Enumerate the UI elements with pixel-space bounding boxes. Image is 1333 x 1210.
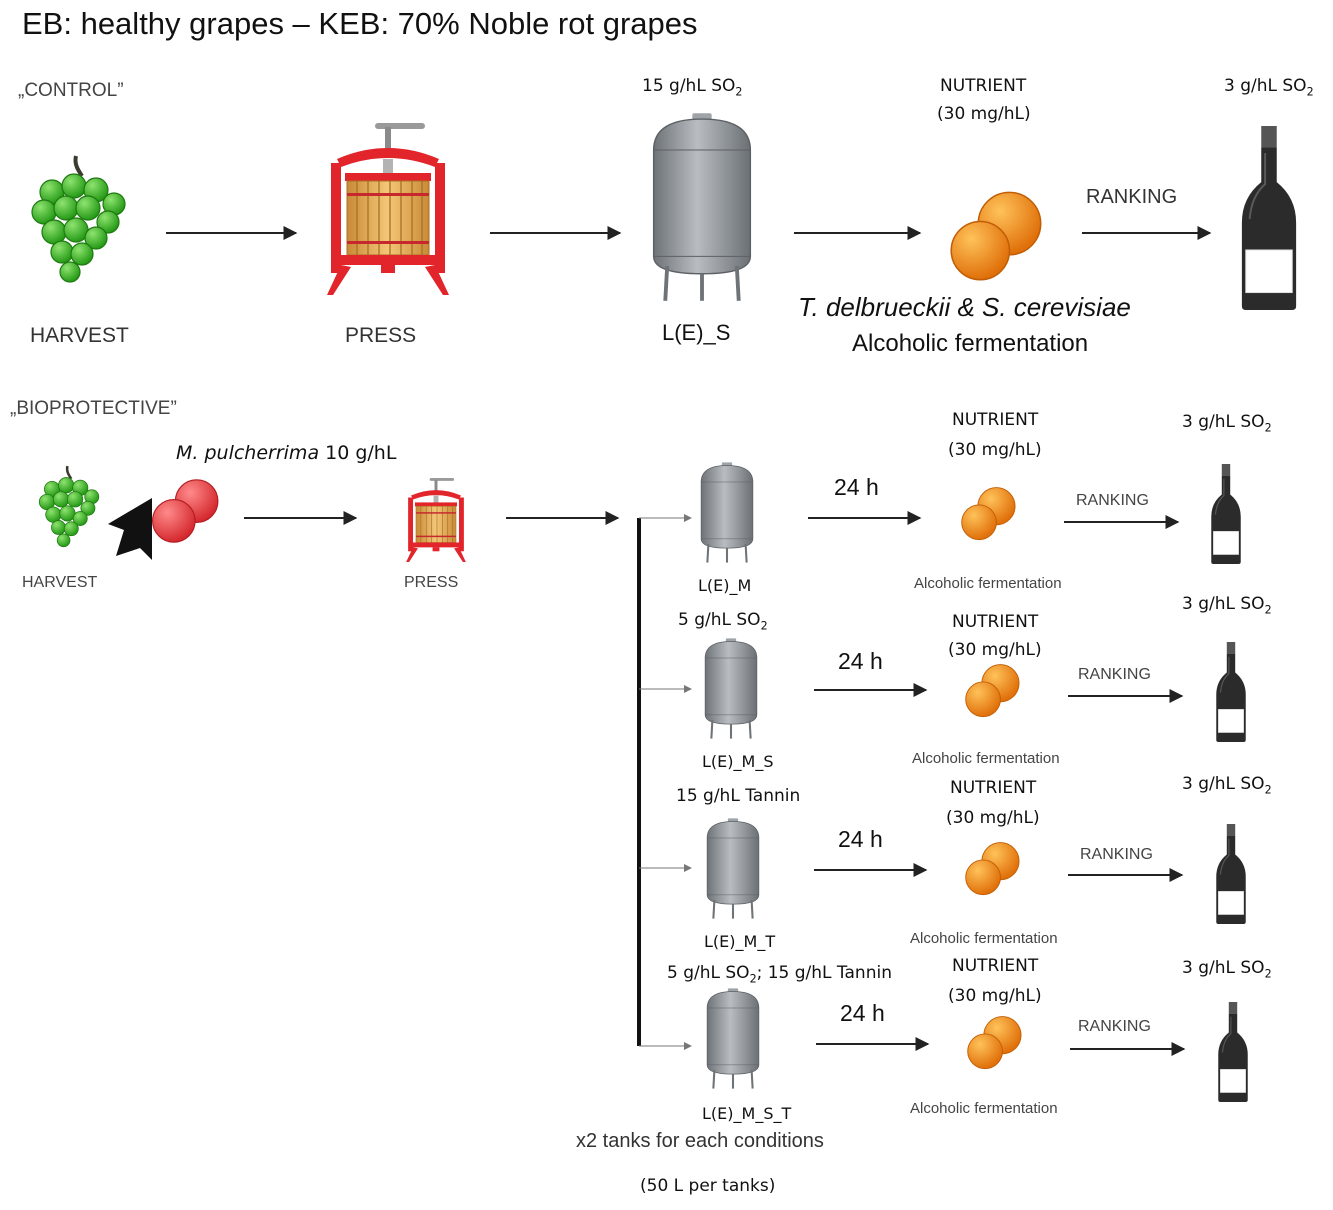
nutrient-dose: (30 mg/hL) — [948, 640, 1042, 660]
tank-icon — [651, 111, 753, 303]
wine-bottle-icon — [1217, 1002, 1249, 1102]
nutrient-label: NUTRIENT — [950, 778, 1037, 798]
bioprotective-section-label: „BIOPROTECTIVE” — [10, 398, 177, 419]
ranking-label: RANKING — [1076, 492, 1149, 509]
wine-bottle-icon — [1215, 642, 1247, 742]
nutrient-dose: (30 mg/hL) — [948, 440, 1042, 460]
inoculum-label: M. pulcherrima 10 g/hL — [176, 442, 397, 464]
time-label: 24 h — [838, 648, 883, 674]
pre-treatment-label: 5 g/hL SO2 — [678, 610, 768, 633]
ranking-label: RANKING — [1080, 846, 1153, 863]
inoculation-arrow-icon — [108, 498, 152, 560]
ranking-label: RANKING — [1078, 1018, 1151, 1035]
time-label: 24 h — [840, 1000, 885, 1026]
wine-bottle-icon — [1210, 464, 1242, 564]
yeast-icon — [965, 842, 1020, 896]
fermentation-label: Alcoholic fermentation — [910, 930, 1058, 947]
wine-bottle-icon — [1240, 126, 1298, 310]
harvest-label: HARVEST — [30, 324, 129, 347]
grape-bunch-icon — [38, 464, 101, 548]
fermentation-label: Alcoholic fermentation — [912, 750, 1060, 767]
tank-label: L(E)_M_S — [702, 752, 774, 771]
tank-icon — [700, 461, 754, 564]
press-label: PRESS — [404, 574, 459, 591]
tank-icon — [706, 987, 760, 1090]
tank-icon — [704, 637, 758, 740]
grape-bunch-icon — [30, 154, 127, 284]
page-title: EB: healthy grapes – KEB: 70% Noble rot … — [22, 6, 698, 41]
nutrient-dose: (30 mg/hL) — [948, 986, 1042, 1006]
yeast-icon — [961, 487, 1016, 541]
tank-label: L(E)_M_S_T — [702, 1104, 792, 1123]
pre-treatment-label: 5 g/hL SO2; 15 g/hL Tannin — [667, 963, 892, 986]
nutrient-label: NUTRIENT — [952, 410, 1039, 430]
time-label: 24 h — [838, 826, 883, 852]
nutrient-label: NUTRIENT — [952, 612, 1039, 632]
yeast-icon — [965, 664, 1020, 718]
tank-icon — [706, 817, 760, 920]
bottle-so2-dose: 3 g/hL SO2 — [1224, 76, 1314, 99]
m-pulcherrima-yeast-icon — [151, 479, 219, 543]
tank-label: L(E)_M — [698, 576, 752, 595]
nutrient-label: NUTRIENT — [940, 76, 1027, 96]
nutrient-dose: (30 mg/hL) — [946, 808, 1040, 828]
ranking-label: RANKING — [1078, 666, 1151, 683]
tank-label: L(E)_S — [662, 320, 731, 345]
fruit-press-icon — [326, 122, 450, 296]
bottle-so2-dose: 3 g/hL SO2 — [1182, 958, 1272, 981]
nutrient-dose: (30 mg/hL) — [937, 104, 1031, 124]
time-label: 24 h — [834, 474, 879, 500]
press-label: PRESS — [345, 324, 417, 347]
fermentation-label: Alcoholic fermentation — [910, 1100, 1058, 1117]
yeast-icon — [950, 191, 1042, 281]
yeast-icon — [967, 1016, 1022, 1070]
nutrient-label: NUTRIENT — [952, 956, 1039, 976]
bottle-so2-dose: 3 g/hL SO2 — [1182, 412, 1272, 435]
pre-treatment-label: 15 g/hL Tannin — [676, 786, 801, 806]
control-section-label: „CONTROL” — [18, 80, 124, 101]
bottle-so2-dose: 3 g/hL SO2 — [1182, 594, 1272, 617]
tank-label: L(E)_M_T — [704, 932, 776, 951]
ranking-label: RANKING — [1086, 186, 1178, 208]
fruit-press-icon — [405, 477, 467, 563]
wine-bottle-icon — [1215, 824, 1247, 924]
tank-so2-dose: 15 g/hL SO2 — [642, 76, 743, 99]
harvest-label: HARVEST — [22, 574, 98, 591]
bottle-so2-dose: 3 g/hL SO2 — [1182, 774, 1272, 797]
volume-note: (50 L per tanks) — [640, 1176, 776, 1196]
fermentation-label: Alcoholic fermentation — [852, 330, 1089, 357]
yeast-species-label: T. delbrueckii & S. cerevisiae — [798, 292, 1131, 322]
tanks-note: x2 tanks for each conditions — [576, 1130, 824, 1152]
fermentation-label: Alcoholic fermentation — [914, 575, 1062, 592]
